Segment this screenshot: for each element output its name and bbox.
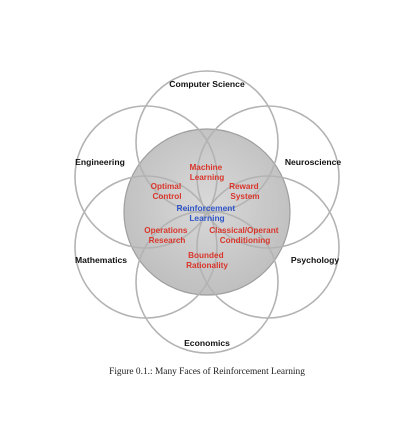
label-optimal-control: Optimal Control bbox=[151, 182, 184, 201]
label-operations-research: Operations Research bbox=[144, 226, 190, 245]
label-reward-system: Reward System bbox=[229, 182, 261, 201]
label-engineering: Engineering bbox=[75, 157, 125, 167]
circle-engineering bbox=[74, 105, 218, 249]
circle-mathematics bbox=[74, 175, 218, 319]
circle-neuroscience bbox=[196, 105, 340, 249]
label-computer-science: Computer Science bbox=[169, 79, 245, 89]
label-classical-operant-conditioning: Classical/Operant Conditioning bbox=[209, 226, 280, 245]
label-bounded-rationality: Bounded Rationality bbox=[186, 251, 228, 270]
label-reinforcement-learning: Reinforcement Learning bbox=[177, 203, 238, 223]
label-psychology: Psychology bbox=[291, 255, 339, 265]
label-economics: Economics bbox=[184, 338, 230, 348]
label-neuroscience: Neuroscience bbox=[285, 157, 342, 167]
label-machine-learning: Machine Learning bbox=[189, 163, 224, 182]
center-circle bbox=[123, 128, 291, 296]
label-mathematics: Mathematics bbox=[75, 255, 127, 265]
figure-caption: Figure 0.1.: Many Faces of Reinforcement… bbox=[109, 367, 305, 377]
